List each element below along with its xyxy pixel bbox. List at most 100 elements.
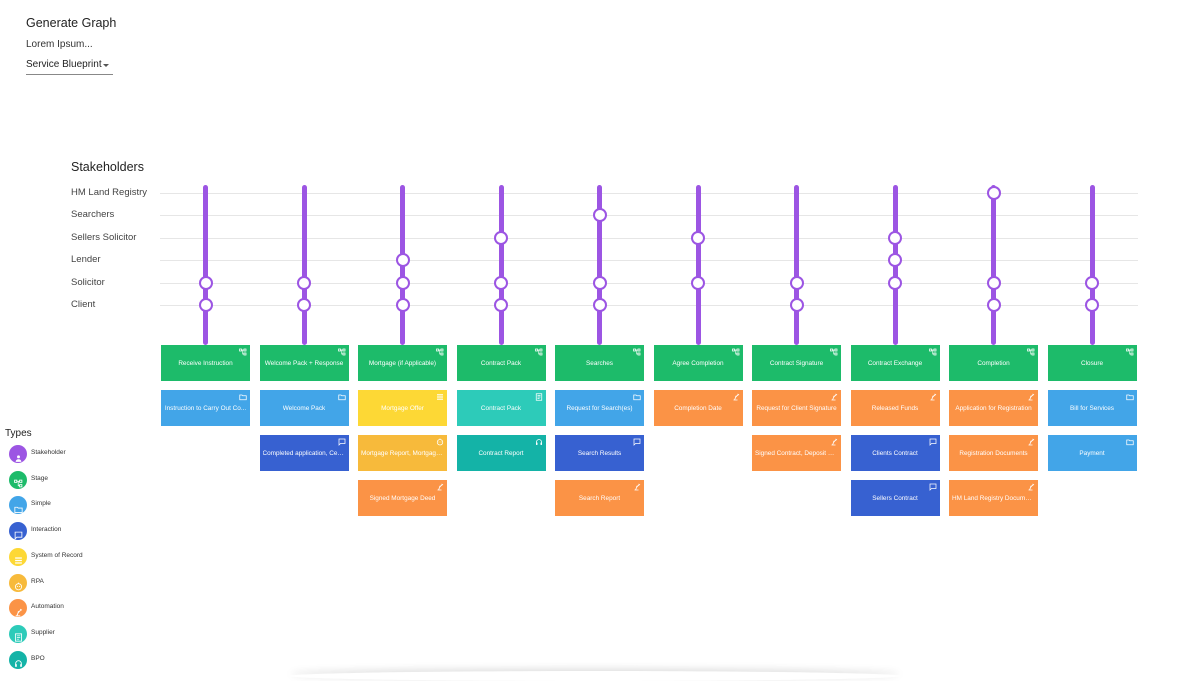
stakeholder-row-line xyxy=(160,215,1138,217)
stakeholder-node[interactable] xyxy=(1085,298,1099,312)
chat-icon xyxy=(338,438,346,446)
stakeholder-node[interactable] xyxy=(198,298,213,312)
card-label: Mortgage (if Applicable) xyxy=(368,359,437,367)
robot-arm-icon xyxy=(436,483,444,491)
type-label: BPO xyxy=(31,654,45,662)
folder-icon xyxy=(9,496,27,515)
stakeholder-node[interactable] xyxy=(494,275,508,290)
step-card[interactable]: Released Funds xyxy=(850,390,940,426)
robot-icon xyxy=(436,438,444,446)
card-label: Contract Signature xyxy=(769,359,824,367)
type-label: Supplier xyxy=(31,628,55,636)
stakeholder-node[interactable] xyxy=(395,298,410,312)
stage-card[interactable]: Receive Instruction xyxy=(161,345,250,381)
step-card[interactable]: Search Report xyxy=(555,480,644,516)
hierarchy-icon xyxy=(9,470,27,489)
card-label: Signed Contract, Deposit Po... xyxy=(755,449,838,457)
stakeholder-node[interactable] xyxy=(1085,275,1099,290)
folder-icon xyxy=(337,393,346,401)
step-card[interactable]: Mortgage Offer xyxy=(358,390,447,426)
card-label: HM Land Registry Documents xyxy=(952,494,1035,502)
stakeholder-node[interactable] xyxy=(297,298,311,312)
stage-card[interactable]: Contract Pack xyxy=(456,345,546,381)
step-card[interactable]: Signed Contract, Deposit Po... xyxy=(752,435,841,471)
folder-icon xyxy=(1125,438,1134,446)
card-label: Released Funds xyxy=(871,404,919,412)
step-card[interactable]: Bill for Services xyxy=(1047,390,1137,426)
stage-card[interactable]: Welcome Pack + Response xyxy=(259,345,349,381)
step-card[interactable]: Contract Pack xyxy=(456,390,546,426)
stakeholder-node[interactable] xyxy=(691,275,705,290)
document-icon xyxy=(9,624,27,643)
stakeholder-label: Client xyxy=(71,299,96,310)
stakeholder-node[interactable] xyxy=(395,275,410,290)
stakeholder-node[interactable] xyxy=(888,253,902,268)
stakeholder-node[interactable] xyxy=(395,253,410,268)
document-icon xyxy=(535,393,543,401)
stakeholder-node[interactable] xyxy=(494,298,508,312)
stakeholder-node[interactable] xyxy=(986,298,1001,312)
step-card[interactable]: HM Land Registry Documents xyxy=(949,480,1038,516)
stakeholder-node[interactable] xyxy=(494,230,508,245)
step-card[interactable]: Payment xyxy=(1047,435,1137,471)
robot-arm-icon xyxy=(1027,393,1035,401)
chat-icon xyxy=(633,438,641,446)
robot-arm-icon xyxy=(633,483,641,491)
card-label: Mortgage Offer xyxy=(381,404,424,412)
stakeholder-label: HM Land Registry xyxy=(71,187,148,198)
stakeholder-label: Solicitor xyxy=(71,276,105,288)
stage-card[interactable]: Contract Signature xyxy=(752,345,841,381)
step-card[interactable]: Application for Registration xyxy=(949,390,1038,426)
step-card[interactable]: Clients Contract xyxy=(850,435,940,471)
step-card[interactable]: Welcome Pack xyxy=(259,390,349,426)
stage-card[interactable]: Searches xyxy=(555,345,644,381)
bottom-panel-edge xyxy=(290,671,900,681)
stakeholder-label: Sellers Solicitor xyxy=(71,231,137,243)
hierarchy-icon xyxy=(1027,348,1035,356)
stage-connector xyxy=(203,185,208,345)
hierarchy-icon xyxy=(633,348,641,356)
stakeholder-node[interactable] xyxy=(888,275,902,290)
stakeholder-node[interactable] xyxy=(691,230,705,245)
chat-icon xyxy=(9,522,27,541)
stage-card[interactable]: Agree Completion xyxy=(653,345,743,381)
stakeholder-node[interactable] xyxy=(789,298,804,312)
stage-card[interactable]: Contract Exchange xyxy=(850,345,940,381)
list-icon xyxy=(436,393,444,401)
step-card[interactable]: Request for Client Signature xyxy=(752,390,841,426)
view-type-select[interactable]: Service Blueprint xyxy=(26,57,113,75)
headset-icon xyxy=(9,650,27,669)
hierarchy-icon xyxy=(436,348,444,356)
stakeholder-label: Searchers xyxy=(71,209,115,221)
stage-card[interactable]: Closure xyxy=(1047,345,1137,381)
step-card[interactable]: Registration Documents xyxy=(949,435,1038,471)
robot-arm-icon xyxy=(732,393,740,401)
card-label: Sellers Contract xyxy=(872,494,918,502)
stakeholder-node[interactable] xyxy=(592,208,607,223)
step-card[interactable]: Instruction to Carry Out Co... xyxy=(161,390,250,426)
stage-card[interactable]: Mortgage (if Applicable) xyxy=(358,345,447,381)
stage-connector xyxy=(1089,185,1095,345)
step-card[interactable]: Sellers Contract xyxy=(850,480,940,516)
card-label: Contract Pack xyxy=(480,404,522,412)
stakeholder-node[interactable] xyxy=(888,230,902,245)
chat-icon xyxy=(929,438,937,446)
stakeholder-row-line xyxy=(160,305,1138,306)
step-card[interactable]: Completion Date xyxy=(653,390,743,426)
stage-card[interactable]: Completion xyxy=(949,345,1038,381)
step-card[interactable]: Mortgage Report, Mortgage D... xyxy=(358,435,447,471)
card-label: Completion Date xyxy=(674,404,722,412)
step-card[interactable]: Contract Report xyxy=(456,435,546,471)
stakeholder-node[interactable] xyxy=(297,275,311,290)
card-label: Request for Search(es) xyxy=(566,404,633,412)
stakeholder-node[interactable] xyxy=(789,275,804,290)
step-card[interactable]: Signed Mortgage Deed xyxy=(358,480,447,516)
step-card[interactable]: Request for Search(es) xyxy=(555,390,644,426)
stakeholder-node[interactable] xyxy=(198,275,213,290)
stakeholder-node[interactable] xyxy=(592,275,607,290)
step-card[interactable]: Completed application, Cert... xyxy=(259,435,349,471)
stakeholder-node[interactable] xyxy=(986,186,1001,200)
stakeholder-node[interactable] xyxy=(986,275,1001,290)
step-card[interactable]: Search Results xyxy=(555,435,644,471)
stakeholder-node[interactable] xyxy=(592,298,607,312)
